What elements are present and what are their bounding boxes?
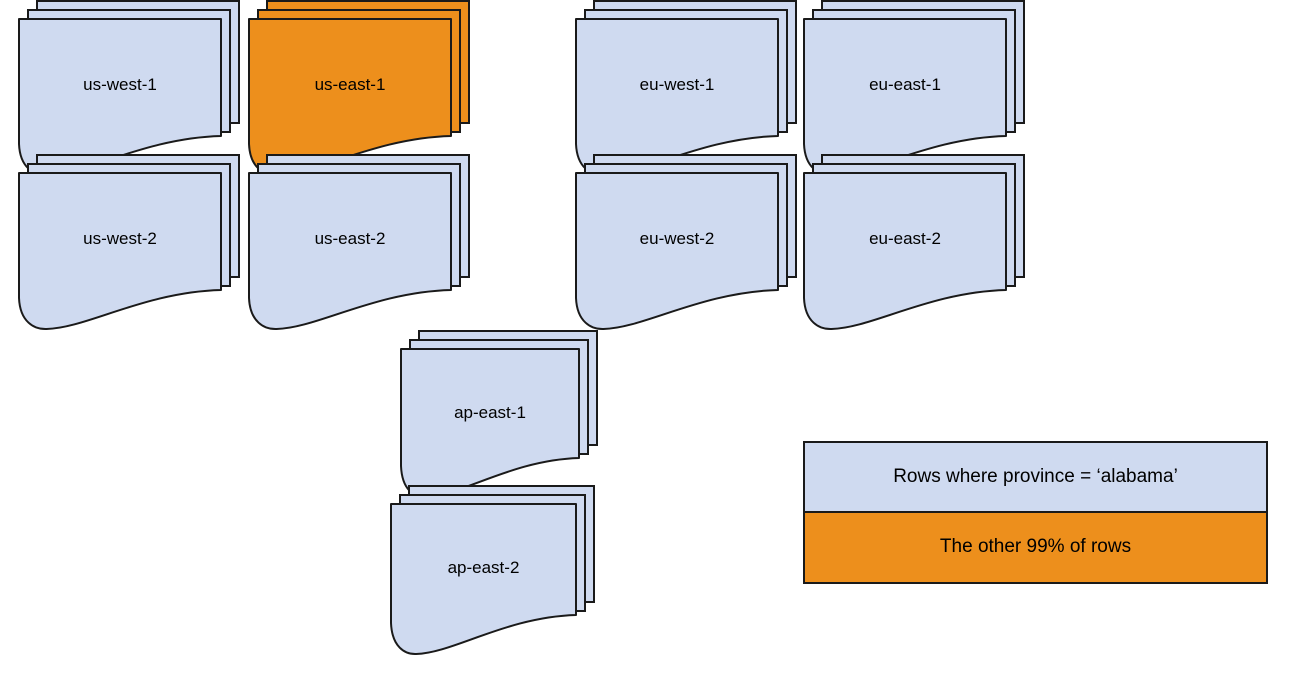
document-stack-eu-west-1[interactable]: eu-west-1 <box>575 0 797 177</box>
document-stack-us-west-2[interactable]: us-west-2 <box>18 154 240 331</box>
legend-filtered: Rows where province = ‘alabama’ <box>805 443 1266 513</box>
legend: Rows where province = ‘alabama’ The other… <box>803 441 1268 584</box>
document-stack-shape <box>575 0 797 177</box>
document-stack-eu-east-2[interactable]: eu-east-2 <box>803 154 1025 331</box>
document-stack-ap-east-2[interactable]: ap-east-2 <box>390 485 595 656</box>
document-stack-shape <box>803 154 1025 331</box>
document-stack-us-east-1[interactable]: us-east-1 <box>248 0 470 177</box>
document-stack-eu-west-2[interactable]: eu-west-2 <box>575 154 797 331</box>
document-stack-shape <box>400 330 598 499</box>
legend-other: The other 99% of rows <box>805 512 1266 582</box>
legend-filtered-label: Rows where province = ‘alabama’ <box>893 465 1178 487</box>
document-stack-shape <box>803 0 1025 177</box>
document-stack-us-west-1[interactable]: us-west-1 <box>18 0 240 177</box>
document-stack-shape <box>575 154 797 331</box>
document-stack-shape <box>390 485 595 656</box>
document-stack-eu-east-1[interactable]: eu-east-1 <box>803 0 1025 177</box>
document-stack-shape <box>248 0 470 177</box>
document-stack-shape <box>18 0 240 177</box>
document-stack-us-east-2[interactable]: us-east-2 <box>248 154 470 331</box>
document-stack-ap-east-1[interactable]: ap-east-1 <box>400 330 598 499</box>
document-stack-shape <box>248 154 470 331</box>
legend-other-label: The other 99% of rows <box>939 536 1132 558</box>
document-stack-shape <box>18 154 240 331</box>
